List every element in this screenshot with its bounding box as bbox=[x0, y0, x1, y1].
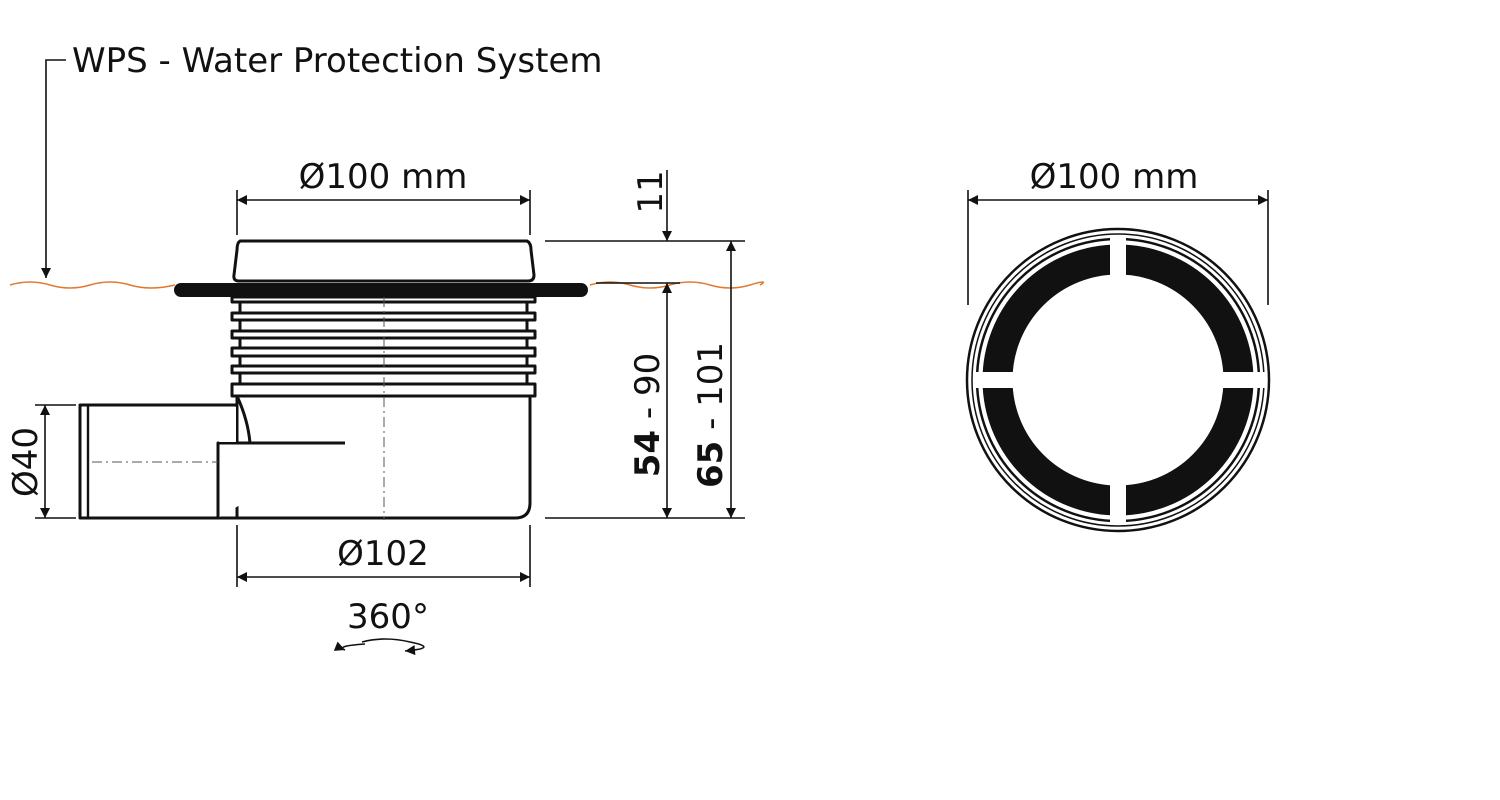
dim-heights: 11 54 - 90 65 - 101 bbox=[545, 170, 745, 519]
svg-text:54 - 90: 54 - 90 bbox=[628, 353, 668, 477]
svg-text:360°: 360° bbox=[347, 597, 429, 637]
drain-side-view bbox=[78, 239, 588, 520]
water-line bbox=[9, 281, 765, 289]
drain-plan-view: Ø100 mm bbox=[965, 157, 1271, 533]
wps-label: WPS - Water Protection System bbox=[72, 41, 603, 81]
wps-flange bbox=[174, 283, 588, 297]
dim-outlet-diameter: Ø40 bbox=[6, 404, 76, 519]
svg-text:11: 11 bbox=[631, 170, 671, 213]
dim-top-diameter: Ø100 mm bbox=[236, 157, 531, 235]
svg-text:Ø40: Ø40 bbox=[6, 427, 46, 497]
svg-text:Ø100 mm: Ø100 mm bbox=[1030, 157, 1199, 197]
wps-leader: WPS - Water Protection System bbox=[41, 41, 603, 278]
dim-body-diameter: Ø102 bbox=[236, 525, 531, 587]
svg-text:Ø100 mm: Ø100 mm bbox=[299, 157, 468, 197]
svg-text:65 - 101: 65 - 101 bbox=[691, 342, 731, 488]
rotation-indicator: 360° bbox=[333, 597, 429, 656]
svg-text:Ø102: Ø102 bbox=[337, 534, 429, 574]
